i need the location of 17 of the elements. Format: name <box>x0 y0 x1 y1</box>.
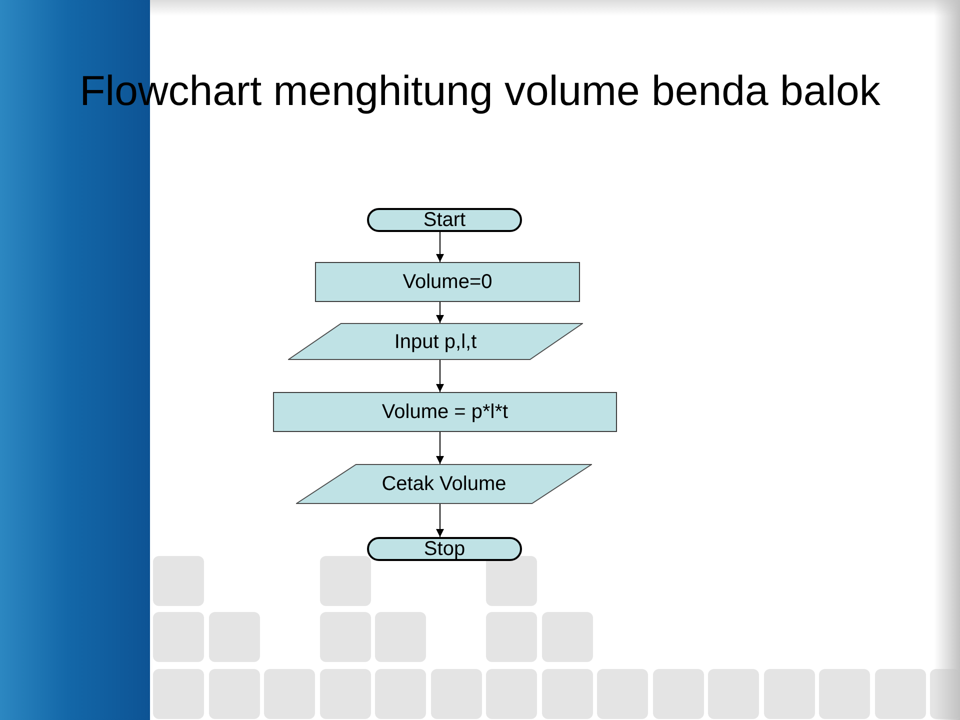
arrow <box>436 232 444 262</box>
node-label: Input p,l,t <box>394 332 477 352</box>
arrow <box>436 302 444 324</box>
node-label: Volume=0 <box>402 272 492 292</box>
arrow <box>436 360 444 392</box>
terminator-pill <box>367 208 522 232</box>
node-label: Cetak Volume <box>382 474 506 494</box>
node-label: Start <box>423 210 466 230</box>
process-box <box>315 262 580 302</box>
input-output-parallelogram <box>288 323 583 360</box>
input-output-parallelogram <box>296 464 592 504</box>
arrow <box>436 432 444 464</box>
process-box <box>273 392 617 432</box>
node-label: Stop <box>424 539 466 559</box>
terminator-pill <box>367 537 522 561</box>
arrow <box>436 504 444 538</box>
node-label: Volume = p*l*t <box>382 402 508 422</box>
